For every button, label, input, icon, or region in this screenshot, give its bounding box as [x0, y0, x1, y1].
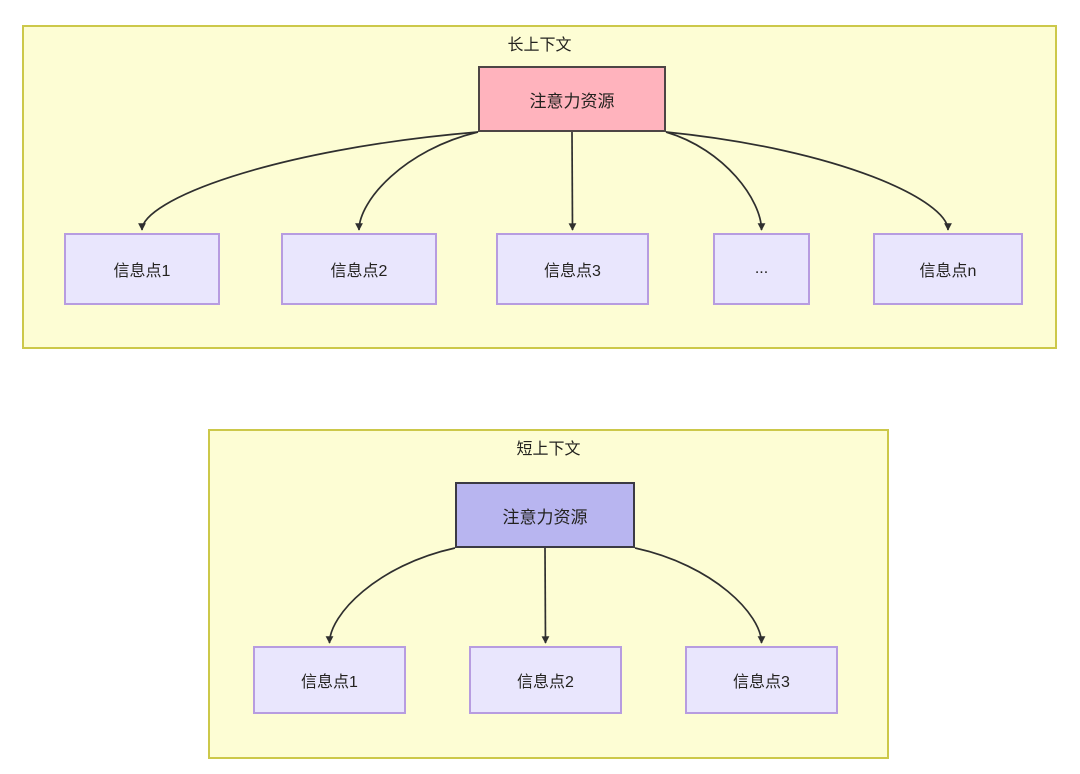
attention-resource-node-short[interactable]: 注意力资源 [455, 482, 635, 548]
group-title-short-context: 短上下文 [516, 441, 581, 458]
info-point-node[interactable]: 信息点1 [253, 646, 406, 714]
info-point-node[interactable]: 信息点n [873, 233, 1023, 305]
info-point-node[interactable]: 信息点1 [64, 233, 220, 305]
info-point-node[interactable]: 信息点2 [469, 646, 622, 714]
info-point-node-ellipsis[interactable]: ... [713, 233, 810, 305]
info-point-node[interactable]: 信息点2 [281, 233, 437, 305]
info-point-node[interactable]: 信息点3 [685, 646, 838, 714]
group-title-long-context: 长上下文 [507, 37, 572, 54]
attention-resource-node-long[interactable]: 注意力资源 [478, 66, 666, 132]
info-point-node[interactable]: 信息点3 [496, 233, 649, 305]
